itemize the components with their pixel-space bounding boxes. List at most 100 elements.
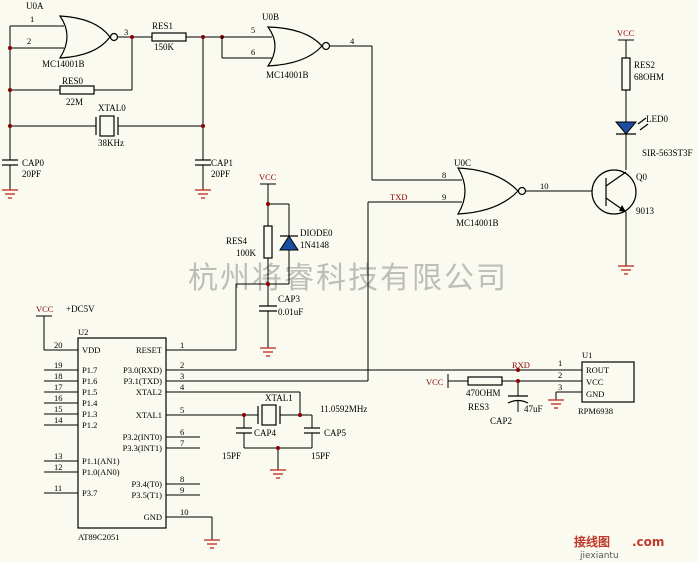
cap5-ref: CAP5	[324, 428, 347, 438]
dc5v-label: +DC5V	[66, 304, 95, 314]
vcc-label: VCC	[426, 377, 444, 387]
u2-pin-number: 15	[54, 404, 63, 414]
capacitor-cap2: 47uF CAP2	[490, 395, 543, 426]
u0c-part: MC14001B	[456, 218, 499, 228]
transistor-q0: Q0 9013	[591, 169, 655, 216]
u0c-pin10: 10	[540, 181, 549, 191]
resistor-res4: RES4 100K	[226, 225, 273, 259]
resistor-body	[263, 225, 273, 259]
u2-pin-number: 18	[54, 371, 63, 381]
xtal0-ref: XTAL0	[98, 103, 126, 113]
u2-pin-number: 2	[180, 360, 184, 370]
cap3-ref: CAP3	[278, 294, 301, 304]
u2-pin-name: P3.1(TXD)	[124, 376, 163, 386]
net-txd-label: TXD	[390, 192, 407, 202]
u2-pin-name: GND	[144, 512, 162, 522]
u2-pin-name: P3.3(INT1)	[123, 443, 163, 453]
u2-pin-number: 7	[180, 438, 184, 448]
resistor-res3: 470OHM RES3	[466, 376, 503, 412]
res1-ref: RES1	[152, 21, 173, 31]
watermark: 杭州将睿科技有限公司	[188, 261, 508, 296]
junctions-reset	[266, 202, 270, 286]
vcc-label: VCC	[617, 28, 635, 38]
vcc-label: VCC	[259, 172, 277, 182]
xtal0-value: 38KHz	[98, 138, 124, 148]
res4-ref: RES4	[226, 236, 248, 246]
u2-pin-name: P3.5(T1)	[132, 490, 163, 500]
resistor-body	[467, 376, 503, 386]
res1-value: 150K	[154, 42, 175, 52]
junctions-osc	[8, 35, 224, 128]
vcc-label: VCC	[36, 304, 54, 314]
u1-ref: U1	[582, 350, 592, 360]
q0-part: 9013	[636, 206, 655, 216]
vcc-symbol: VCC	[426, 374, 468, 388]
u2-pin-name: RESET	[136, 345, 163, 355]
u0a-pin3: 3	[124, 27, 128, 37]
transistor-body	[591, 169, 637, 215]
u1-pin3-no: 3	[558, 382, 562, 392]
cap4-ref: CAP4	[254, 428, 277, 438]
u2-pin-number: 19	[54, 360, 63, 370]
u2-pin-number: 11	[54, 483, 62, 493]
cap2-ref: CAP2	[490, 416, 512, 426]
ground-symbol	[260, 347, 276, 357]
u2-pin-name: P1.3	[82, 409, 97, 419]
resistor-body	[151, 32, 187, 42]
res2-ref: RES2	[634, 60, 655, 70]
capacitor-cap1: CAP1 20PF	[195, 158, 233, 179]
u1-pin2-no: 2	[558, 370, 562, 380]
led0-part: SIR-563ST3F	[642, 148, 693, 158]
ground-symbol	[618, 265, 634, 275]
u0c-ref: U0C	[454, 158, 471, 168]
u0a-part: MC14001B	[42, 59, 85, 69]
cap0-ref: CAP0	[22, 158, 45, 168]
u2-pin-name: P3.0(RXD)	[123, 365, 162, 375]
u0a-ref: U0A	[26, 1, 44, 11]
ground-symbol	[195, 189, 211, 199]
ic-u1: U1 RPM6938 ROUT VCC GND 1 2 3	[558, 350, 635, 416]
u1-pin3-name: GND	[586, 389, 604, 399]
nor-gate-body	[456, 167, 519, 215]
nor-bubble	[321, 41, 331, 51]
cap2-value: 47uF	[524, 404, 543, 414]
u2-pin-number: 12	[54, 462, 63, 472]
logo-com: .com	[632, 535, 664, 549]
res3-ref: RES3	[468, 402, 490, 412]
vcc-symbol: VCC	[259, 172, 277, 185]
u2-pin-number: 20	[54, 340, 63, 350]
u2-part: AT89C2051	[78, 532, 120, 542]
resistor-body	[621, 57, 631, 91]
crystal-body	[99, 115, 115, 137]
net-rxd-label: RXD	[512, 360, 530, 370]
cap5-value: 15PF	[311, 451, 330, 461]
u2-pin-number: 1	[180, 340, 184, 350]
u0b-part: MC14001B	[266, 70, 309, 80]
cap1-ref: CAP1	[211, 158, 233, 168]
res2-value: 68OHM	[634, 72, 664, 82]
ground-symbol	[270, 469, 286, 479]
capacitor-cap3: CAP3 0.01uF	[259, 294, 303, 317]
led-triangle	[614, 121, 638, 135]
u2-pin-name: P1.0(AN0)	[82, 467, 120, 477]
ic-body	[581, 361, 635, 403]
u2-pin-name: P3.7	[82, 488, 97, 498]
res0-ref: RES0	[62, 76, 84, 86]
u1-part: RPM6938	[578, 406, 613, 416]
led0-ref: LED0	[646, 114, 668, 124]
u2-pin-number: 4	[180, 382, 185, 392]
u2-pin-number: 10	[180, 507, 189, 517]
u2-pin-number: 9	[180, 485, 184, 495]
u2-pin-name: XTAL1	[136, 410, 162, 420]
logo-url: jiexiantu	[579, 551, 619, 561]
diode0-ref: DIODE0	[300, 228, 333, 238]
nor-bubble	[517, 186, 527, 196]
ground-symbol	[548, 399, 564, 409]
u1-pin2-name: VCC	[586, 377, 604, 387]
u2-ref: U2	[78, 327, 88, 337]
u0c-pin9: 9	[442, 192, 446, 202]
site-logo: 接线图 .com jiexiantu	[574, 534, 664, 561]
gate-u0c: U0C MC14001B 8 9 10	[442, 158, 549, 228]
